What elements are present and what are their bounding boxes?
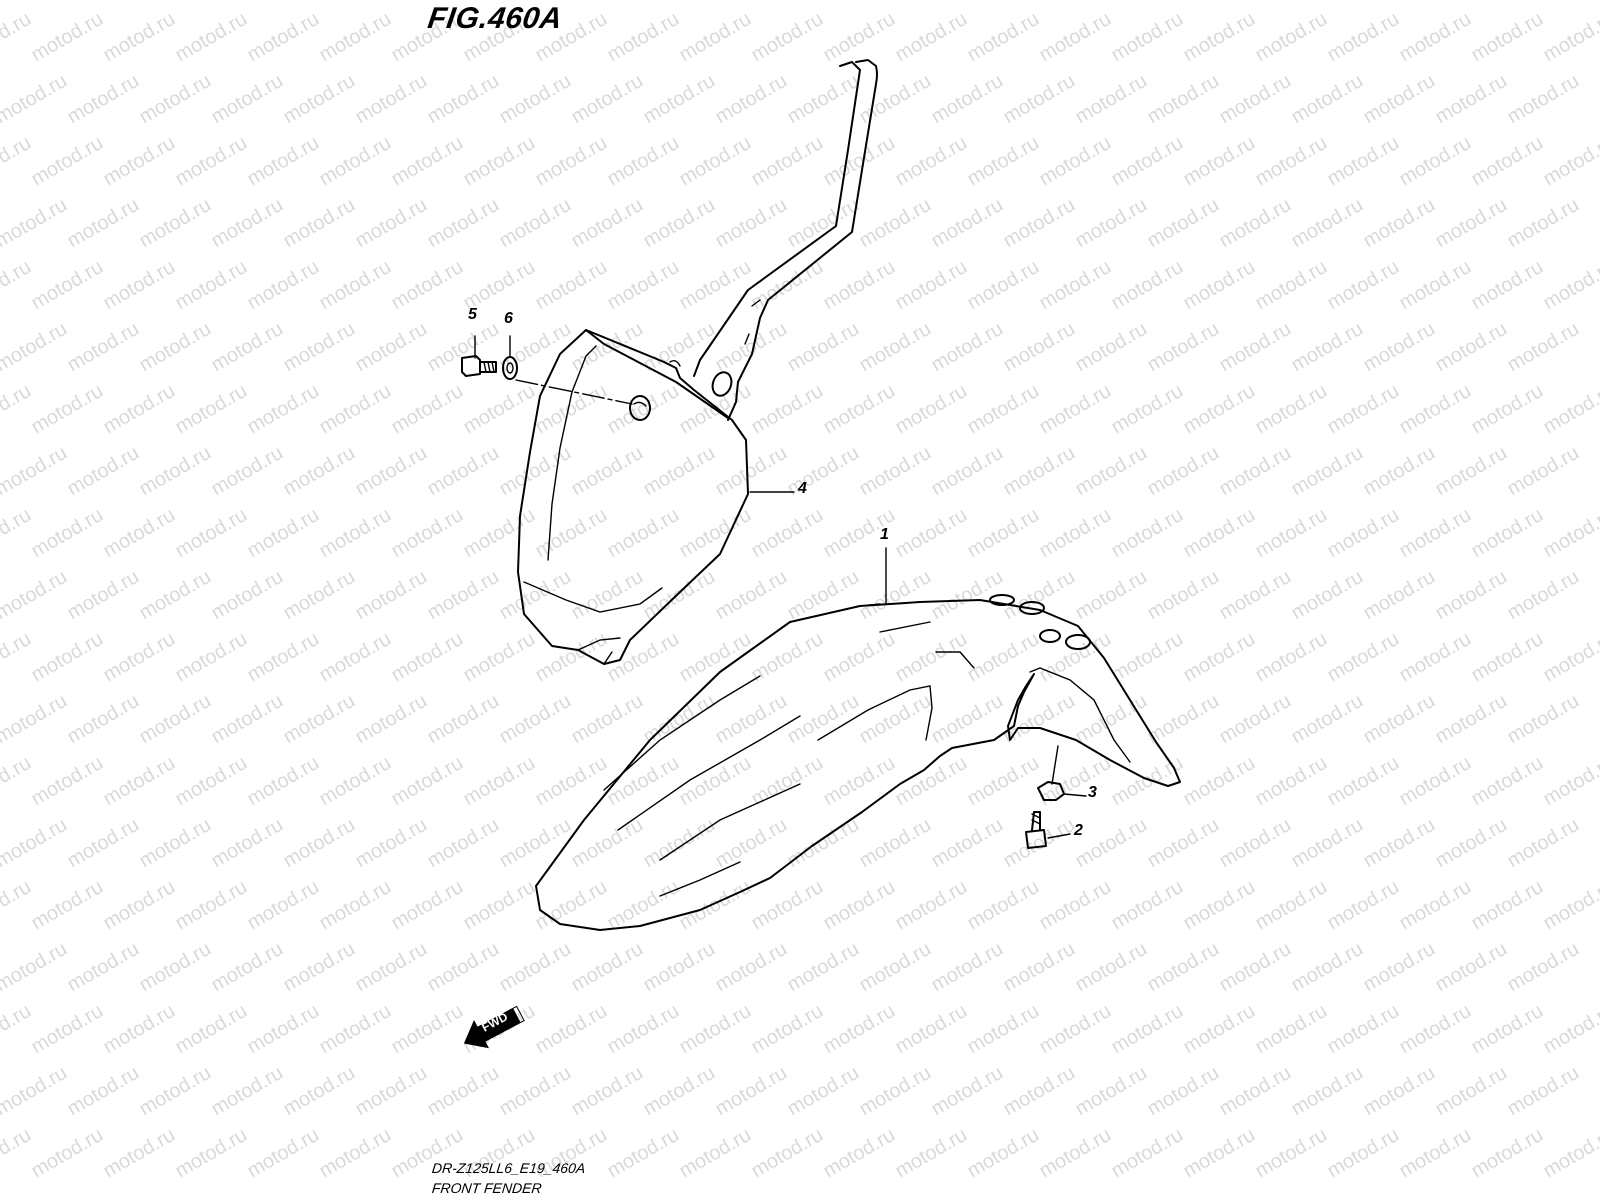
figure-code: DR-Z125LL6_E19_460A (431, 1160, 587, 1176)
front-fender-part (535, 547, 1181, 931)
nut-3-part (1037, 781, 1087, 801)
figure-title: FIG.460A (425, 2, 565, 35)
fwd-arrow-icon (463, 1005, 525, 1049)
number-plate-part (515, 59, 878, 665)
callout-2: 2 (1074, 822, 1083, 839)
bolt-2-part (1025, 811, 1071, 849)
nut-6-part (502, 335, 518, 380)
callout-5: 5 (468, 306, 477, 323)
figure-caption: FRONT FENDER (431, 1180, 543, 1196)
callout-3: 3 (1088, 784, 1097, 801)
callout-1: 1 (880, 526, 889, 543)
callout-4: 4 (798, 480, 807, 497)
bolt-5-part (461, 335, 497, 377)
callout-6: 6 (504, 310, 513, 327)
